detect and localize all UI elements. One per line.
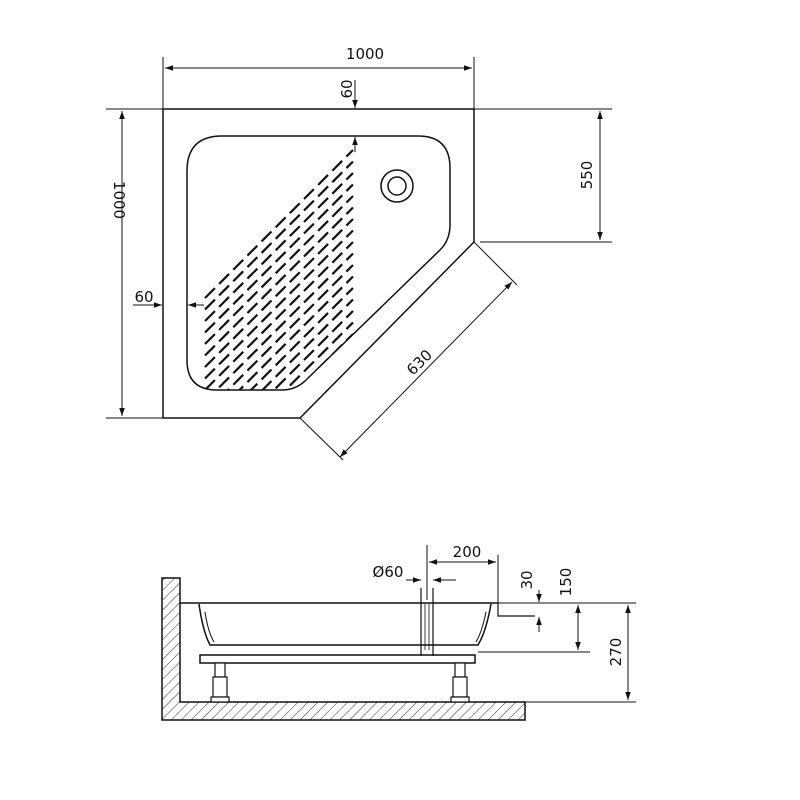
- groove-line: [204, 310, 354, 390]
- width-label: 1000: [346, 45, 384, 63]
- drain-diameter-dimension: Ø60: [373, 563, 456, 583]
- groove-line: [204, 172, 354, 322]
- drain-offset-label: 60: [338, 79, 356, 98]
- side-offset-dimension: 60: [133, 288, 204, 308]
- total-height-label: 270: [607, 638, 625, 667]
- groove-line: [204, 252, 354, 390]
- leg-right-icon: [450, 662, 470, 703]
- groove-line: [204, 229, 354, 380]
- rim-height-dimension: 30: [518, 570, 542, 632]
- width-dimension: 1000: [162, 45, 475, 109]
- straight-side-dimension: 550: [474, 108, 612, 243]
- groove-line: [204, 195, 354, 345]
- drain-pipe-icon: [420, 588, 434, 656]
- total-height-dimension: 270: [525, 602, 636, 703]
- groove-line: [204, 298, 354, 390]
- drain-distance-dimension: 200: [429, 543, 499, 603]
- support-frame: [199, 654, 476, 664]
- groove-line: [204, 287, 354, 390]
- groove-line: [204, 149, 354, 299]
- height-dimension: 1000: [106, 108, 163, 419]
- groove-line: [204, 241, 354, 390]
- groove-line: [204, 275, 354, 390]
- groove-line: [204, 264, 354, 390]
- groove-line: [204, 206, 354, 357]
- groove-line: [204, 160, 354, 311]
- anti-slip-grooves: [204, 149, 354, 540]
- groove-line: [205, 392, 353, 540]
- groove-line: [204, 218, 354, 368]
- leg-left-icon: [210, 662, 230, 703]
- tray-height-label: 150: [557, 568, 575, 597]
- rim-height-label: 30: [518, 570, 536, 589]
- groove-line: [204, 379, 354, 390]
- drain-offset-dimension: 60: [338, 79, 358, 152]
- drain-distance-label: 200: [453, 543, 482, 561]
- height-label: 1000: [110, 181, 128, 219]
- diagonal-dimension: 630: [299, 241, 518, 461]
- diagonal-label: 630: [403, 346, 436, 379]
- drain-icon: [380, 169, 414, 203]
- tray-height-dimension: 150: [478, 568, 590, 653]
- tray-basin: [186, 135, 451, 391]
- side-view: Ø60 200 30 150 270: [161, 543, 636, 721]
- tray-body: [198, 603, 492, 646]
- groove-line: [204, 183, 354, 334]
- side-offset-label: 60: [134, 288, 153, 306]
- drain-diameter-label: Ø60: [373, 563, 404, 581]
- top-view: 1000 1000 60 60 550: [106, 45, 612, 540]
- straight-side-label: 550: [578, 161, 596, 190]
